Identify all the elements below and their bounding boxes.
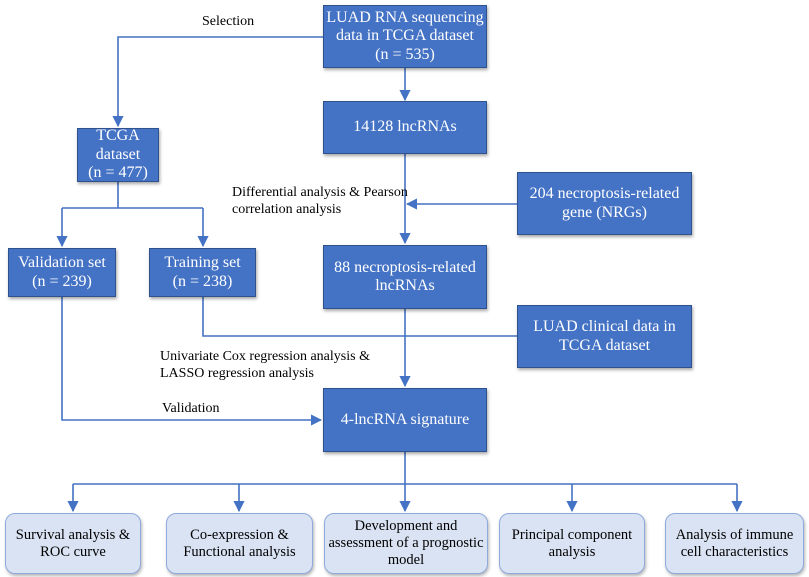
lncrna-box: 14128 lncRNAs — [323, 101, 487, 154]
differential-analysis-label: Differential analysis & Pearson correlat… — [232, 185, 408, 217]
training-join-connector — [202, 297, 405, 337]
selection-connector — [112, 36, 323, 128]
signature-box: 4-lncRNA signature — [323, 388, 487, 452]
rna-seq-box: LUAD RNA sequencing data in TCGA dataset… — [323, 5, 487, 68]
tcga-dataset-box: TCGA dataset (n = 477) — [77, 127, 159, 182]
nrgs-box: 204 necroptosis-related gene (NRGs) — [517, 172, 692, 235]
output-pca-box: Principal component analysis — [499, 513, 645, 574]
output-immune-box: Analysis of immune cell characteristics — [665, 513, 804, 574]
validation-label: Validation — [162, 401, 220, 416]
selection-label: Selection — [202, 14, 255, 29]
output-coexpression-box: Co-expression & Functional analysis — [166, 513, 313, 574]
necroptosis-lncrna-box: 88 necroptosis-related lncRNAs — [323, 245, 487, 309]
training-set-box: Training set (n = 238) — [149, 248, 256, 297]
output-prognostic-model-box: Development and assessment of a prognost… — [324, 513, 488, 574]
validation-connector — [61, 297, 323, 426]
output-survival-box: Survival analysis & ROC curve — [5, 513, 141, 574]
validation-set-box: Validation set (n = 239) — [8, 248, 116, 297]
clinical-data-box: LUAD clinical data in TCGA dataset — [517, 305, 692, 368]
cox-lasso-label: Univariate Cox regression analysis & LAS… — [160, 349, 370, 381]
